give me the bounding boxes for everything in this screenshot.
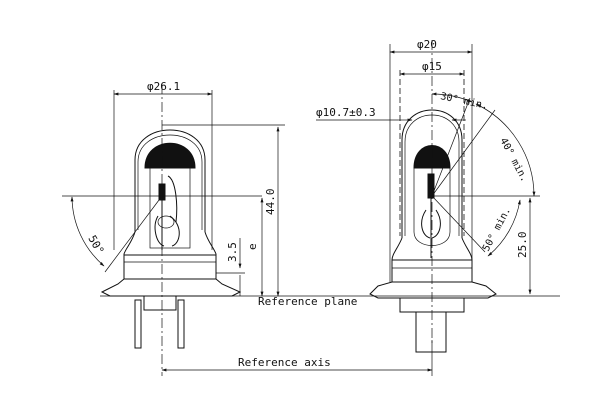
- dia20-label: φ20: [417, 38, 437, 51]
- dim35-label: 3.5: [226, 242, 239, 262]
- len44-label: 44.0: [264, 189, 277, 216]
- left-pin-1: [134, 299, 142, 349]
- left-shield: [157, 215, 175, 229]
- angle-ray-30: [431, 97, 471, 197]
- left-pin-2: [177, 299, 185, 349]
- left-base-body: [123, 254, 217, 280]
- left-pin-housing: [143, 295, 177, 311]
- left-bulb-inner-outline: [137, 134, 203, 230]
- angle-ray-50: [431, 195, 486, 253]
- right-plug: [415, 311, 447, 353]
- left-inner-capsule: [149, 167, 191, 249]
- left-black-cap: [144, 142, 196, 169]
- dia107-label: φ10.7±0.3: [316, 106, 376, 119]
- right-support-wires: [421, 198, 441, 258]
- angle-arc-30: [431, 92, 473, 103]
- left-flange: [100, 278, 242, 297]
- reference-plane-label: Reference plane: [258, 295, 357, 308]
- left-bulb-outline: [134, 129, 206, 232]
- angle-arc-40: [475, 103, 536, 197]
- angle-50-right-label: 50° min.: [481, 206, 513, 254]
- angle-arc-left: [70, 196, 105, 267]
- angle-arc-50: [487, 199, 521, 257]
- right-bulb-outline: [401, 109, 463, 238]
- dim-e-label: e: [246, 243, 259, 250]
- angle-ray-left: [104, 195, 163, 273]
- dia15-label: φ15: [422, 60, 442, 73]
- len25-label: 25.0: [516, 232, 529, 259]
- dia-bulb-label: φ26.1: [147, 80, 180, 93]
- angle-50-left-label: 50°: [85, 233, 106, 257]
- left-lamp-view: φ26.1 44.0 e 3.5 50° Reference plane Ref…: [62, 80, 560, 376]
- reference-axis-label: Reference axis: [238, 356, 331, 369]
- angle-40-label: 40° min.: [497, 136, 529, 184]
- right-flange: [369, 281, 497, 299]
